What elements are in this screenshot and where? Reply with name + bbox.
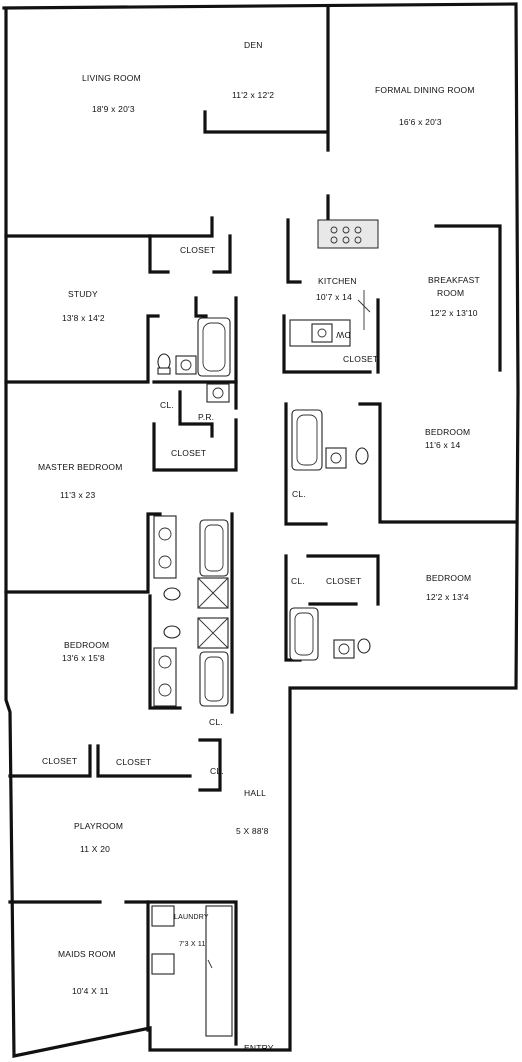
closet-label-study: CLOSET — [180, 245, 216, 255]
cl-label-bedroom-east-2: CL. — [291, 576, 305, 586]
cl-label-study-bath: CL. — [160, 400, 174, 410]
room-dims-study: 13'8 x 14'2 — [62, 313, 105, 323]
room-name-bedroom-west: BEDROOM — [64, 640, 110, 650]
room-dims-laundry: 7'3 X 11 — [179, 941, 206, 948]
room-name-playroom: PLAYROOM — [74, 821, 124, 831]
room-name-kitchen: KITCHEN — [318, 276, 357, 286]
closet-label-bedroom-east-2: CLOSET — [326, 576, 362, 586]
room-name-formal-dining: FORMAL DINING ROOM — [375, 85, 475, 95]
closet-label-kitchen: CLOSET — [343, 354, 379, 364]
room-name-maids-room: MAIDS ROOM — [58, 949, 116, 959]
room-dims-master-bedroom: 11'3 x 23 — [60, 490, 96, 500]
closet-label-west-2: CLOSET — [116, 757, 152, 767]
room-dims-kitchen: 10'7 x 14 — [316, 292, 353, 302]
room-dims-maids-room: 10'4 X 11 — [72, 986, 109, 996]
room-dims-bedroom-east-2: 12'2 x 13'4 — [426, 592, 469, 602]
room-dims-bedroom-west: 13'6 x 15'8 — [62, 653, 105, 663]
room-dims-playroom: 11 X 20 — [80, 844, 111, 854]
room-dims-breakfast: 12'2 x 13'10 — [430, 308, 478, 318]
room-dims-den: 11'2 x 12'2 — [232, 90, 275, 100]
dishwasher-label: DW — [336, 330, 351, 340]
room-dims-formal-dining: 16'6 x 20'3 — [399, 117, 442, 127]
interior-walls — [4, 4, 518, 1046]
room-dims-hall: 5 X 88'8 — [236, 826, 269, 836]
cl-label-hall-1: CL. — [209, 717, 223, 727]
pr-label: P.R. — [198, 412, 215, 422]
room-name-bedroom-east-2: BEDROOM — [426, 573, 472, 583]
closet-label-west-1: CLOSET — [42, 756, 78, 766]
room-name-breakfast-line2: ROOM — [437, 288, 465, 298]
entry-label: ENTRY — [244, 1043, 274, 1053]
room-name-hall: HALL — [244, 788, 267, 798]
room-name-bedroom-east-1: BEDROOM — [425, 427, 471, 437]
room-name-den: DEN — [244, 40, 263, 50]
room-dims-bedroom-east-1: 11'6 x 14 — [425, 440, 461, 450]
cl-label-bedroom-east-1: CL. — [292, 489, 306, 499]
fixtures — [151, 219, 379, 1037]
room-name-study: STUDY — [68, 289, 98, 299]
room-dims-living-room: 18'9 x 20'3 — [92, 104, 135, 114]
room-name-breakfast-line1: BREAKFAST — [428, 275, 480, 285]
cl-label-hall-2: CL. — [210, 766, 224, 776]
room-name-laundry: LAUNDRY — [174, 914, 209, 921]
closet-label-master: CLOSET — [171, 448, 207, 458]
room-name-living-room: LIVING ROOM — [82, 73, 141, 83]
room-name-master-bedroom: MASTER BEDROOM — [38, 462, 123, 472]
